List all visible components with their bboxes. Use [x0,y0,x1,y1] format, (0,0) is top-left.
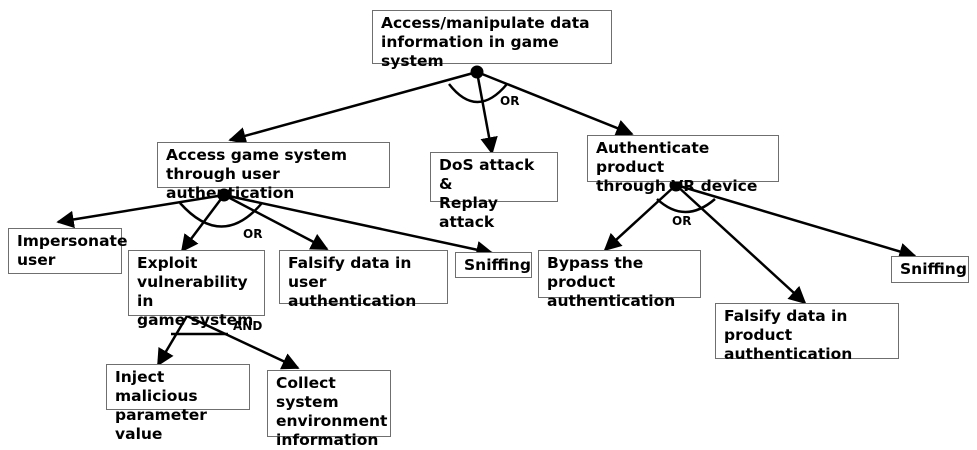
falsify-user-node: Falsify data in user authentication [279,250,448,310]
access-junction [217,188,231,202]
access-auth-node: Access game system through user authenti… [157,142,390,202]
root-branches [228,70,634,155]
vr-branches [603,183,917,305]
access-branches [56,193,494,259]
bypass-node: Bypass the product authentication [538,250,701,310]
exploit-branches [156,314,300,370]
collect-node: Collect system environment information [267,370,391,449]
exploit-and-label: AND [233,319,263,333]
falsify-product-node: Falsify data in product authentication [715,303,899,363]
root-junction [470,65,484,79]
impersonate-node: Impersonate user [8,228,127,274]
sniffing-node-2: Sniffing [891,256,969,283]
root-or-label: OR [500,94,520,108]
vr-or-label: OR [672,214,692,228]
dos-node: DoS attack & Replay attack [430,152,558,231]
exploit-node: Exploit vulnerability in game system [128,250,265,329]
sniffing-node-1: Sniffing [455,252,532,278]
auth-vr-node: Authenticate product through VR device [587,135,779,195]
access-or-label: OR [243,227,263,241]
root-node: Access/manipulate data information in ga… [372,10,612,70]
inject-node: Inject malicious parameter value [106,364,250,443]
